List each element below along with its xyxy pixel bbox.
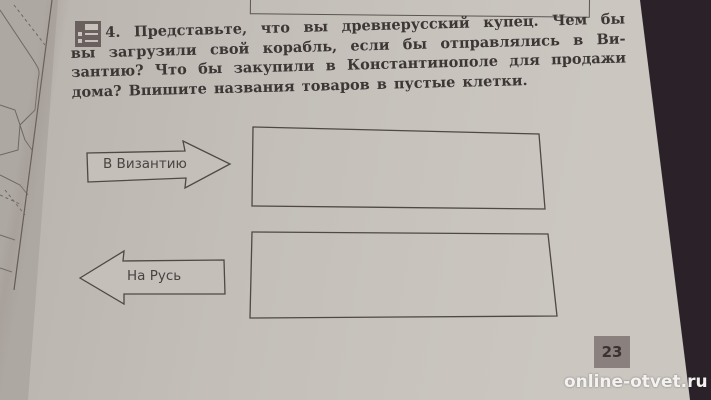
word: загрузили — [108, 41, 197, 61]
arrow-to-byzantium: В Византию — [85, 140, 235, 190]
word: Что — [154, 60, 188, 79]
exercise-number: 4. — [105, 23, 121, 42]
word: бы — [600, 10, 626, 29]
arrow-left-icon — [78, 249, 226, 306]
word: отправлялись — [440, 31, 561, 52]
word: в — [376, 75, 388, 93]
word: Ви- — [596, 29, 626, 48]
page-number: 23 — [594, 336, 630, 368]
arrow-label-to-byzantium: В Византию — [103, 156, 187, 172]
map-outline-icon — [0, 0, 53, 290]
word: вы — [70, 43, 96, 62]
arrow-to-rus: На Русь — [77, 248, 229, 306]
word: зантию? — [71, 62, 144, 81]
word: Чем — [551, 11, 588, 30]
word: бы — [197, 60, 223, 78]
word: если — [350, 36, 390, 55]
word: купец. — [483, 12, 539, 32]
answer-box-to-rus[interactable] — [255, 236, 550, 314]
word: дома? — [71, 82, 122, 101]
word: клетки. — [462, 71, 528, 91]
answer-box-to-byzantium[interactable] — [255, 132, 540, 204]
word: названия — [213, 77, 295, 97]
word: закупили — [233, 57, 315, 77]
word: товаров — [301, 75, 370, 95]
word: свой — [209, 39, 250, 58]
word: Впишите — [128, 79, 208, 99]
word: пустые — [393, 73, 456, 93]
word: бы — [402, 35, 428, 53]
word: вы — [303, 18, 329, 36]
watermark: online-otvet.ru — [564, 372, 708, 392]
word: корабль, — [262, 37, 338, 57]
word: в — [572, 31, 584, 49]
word: для — [509, 51, 541, 70]
word: что — [260, 19, 291, 38]
arrow-label-to-rus: На Русь — [127, 268, 182, 284]
workbook-task-icon — [75, 21, 101, 47]
arrow-right-icon — [86, 140, 232, 190]
word: в — [325, 57, 336, 75]
exercise-text: 4. Представьте, что вы древнерусский куп… — [70, 9, 627, 102]
word: продажи — [550, 49, 627, 69]
